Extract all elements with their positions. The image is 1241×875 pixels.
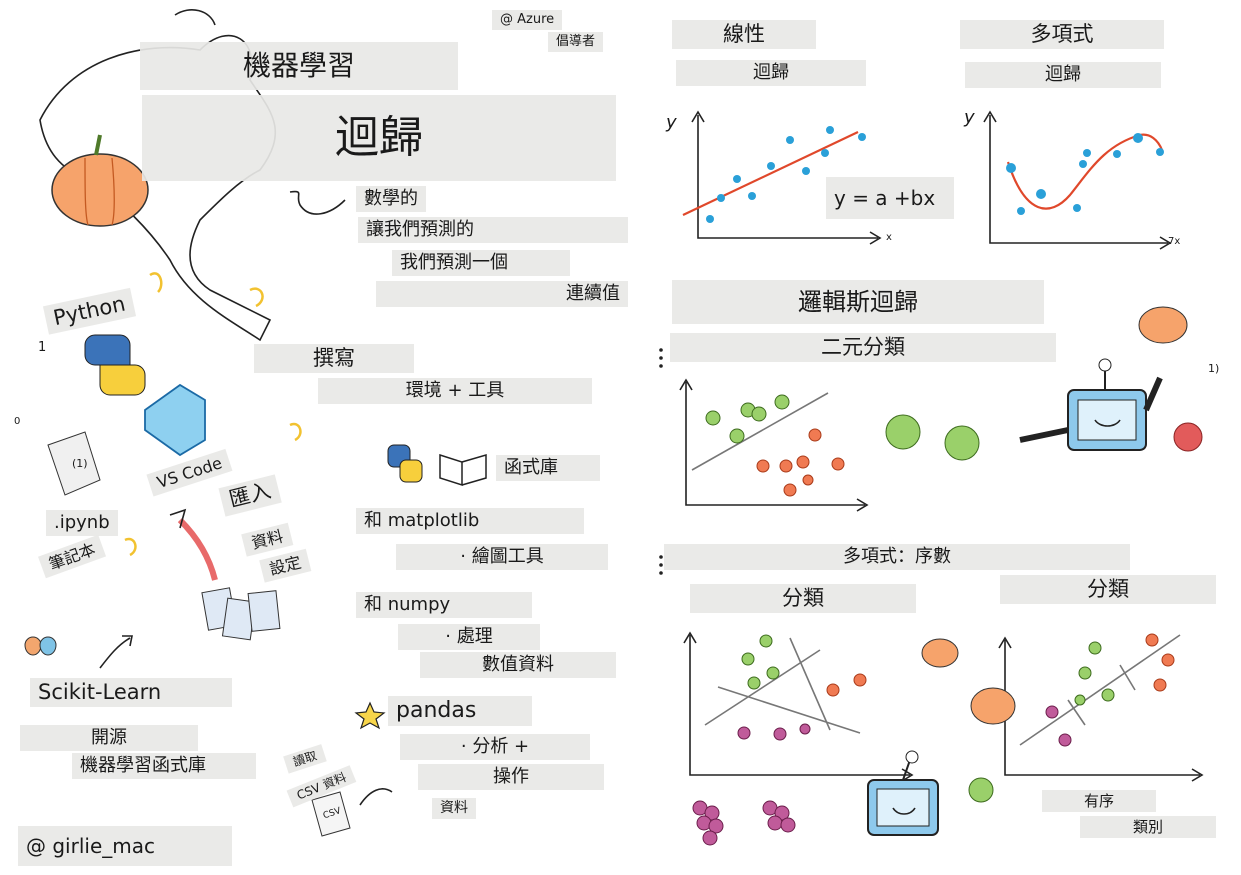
ordinal-classification-chart [998, 633, 1204, 782]
definition-line2: 讓我們預測的 [358, 217, 628, 243]
notebook-file-icon [47, 431, 101, 496]
definition-line4: 連續值 [376, 281, 628, 307]
star-icon [354, 701, 386, 730]
polynomial-y-axis-label: y [964, 107, 975, 128]
pumpkins-icon [921, 638, 1016, 725]
linear-subtitle: 迴歸 [676, 60, 866, 86]
definition-line3: 我們預測一個 [392, 250, 570, 276]
author-credit: @ girlie_mac [18, 826, 232, 866]
scikit-learn-label: Scikit-Learn [30, 678, 232, 708]
polynomial-regression-chart [983, 110, 1172, 250]
robot-icon [1019, 358, 1163, 451]
csv-file-icon [311, 791, 351, 837]
matplotlib-label: 和 matplotlib [356, 508, 584, 534]
analysis-label: · 分析 + [400, 734, 590, 760]
apples-icon [885, 414, 1203, 461]
linear-title: 線性 [672, 20, 816, 50]
credit-azure: @ Azure [492, 10, 563, 30]
polynomial-title: 多項式 [960, 20, 1164, 50]
pandas-label: pandas [388, 696, 532, 727]
left-tick-0: 0 [14, 416, 21, 427]
polynomial-ordinal-label: 多項式：序數 [664, 544, 1130, 570]
section-marker: 1) [1208, 362, 1220, 375]
up-arrow-icon [177, 517, 218, 581]
python-logo-icon [84, 334, 146, 396]
python-library-icon [387, 444, 423, 483]
classification-b-label: 分類 [1000, 575, 1216, 605]
notebook-file-text: (1) [72, 457, 88, 470]
americas-map-outline [39, 34, 277, 342]
ml-library-label: 機器學習函式庫 [72, 753, 256, 779]
vscode-icon [144, 383, 206, 457]
classification-a-label: 分類 [690, 584, 916, 614]
pumpkin-icon [1138, 306, 1188, 344]
linear-regression-chart [682, 110, 882, 245]
regression-curve [1006, 133, 1164, 210]
plotting-label: · 繪圖工具 [396, 544, 608, 570]
grapes-icon [692, 800, 796, 846]
pandas-data-label: 資料 [432, 798, 476, 819]
logistic-title: 邏輯斯迴歸 [672, 280, 1044, 324]
left-tick-1: 1 [38, 340, 47, 355]
library-label: 函式庫 [496, 455, 600, 481]
credit-advocate: 倡導者 [548, 32, 604, 52]
swirl-arrow-icon [289, 190, 346, 215]
env-tools-label: 環境 + 工具 [318, 378, 592, 404]
linear-equation: y = a +bx [826, 177, 954, 219]
manipulate-label: 操作 [418, 764, 604, 790]
numpy-label: 和 numpy [356, 592, 532, 618]
title-line1: 機器學習 [140, 42, 458, 90]
binary-classification-label: 二元分類 [670, 333, 1056, 363]
processing-label: · 處理 [398, 624, 540, 650]
linear-y-axis-label: y [666, 112, 677, 133]
ordinal-label: 有序 [1042, 790, 1156, 812]
binary-classification-chart [679, 378, 869, 512]
multinomial-classification-chart [683, 631, 914, 782]
definition-line1: 數學的 [356, 186, 426, 212]
data-sheets-icon [201, 587, 281, 641]
droplets-icon [24, 636, 57, 656]
apple-icon [968, 777, 994, 803]
polynomial-x-axis-label: 7x [1168, 236, 1181, 247]
write-label: 撰寫 [254, 344, 414, 374]
ipynb-label: .ipynb [46, 510, 118, 536]
book-icon [439, 453, 487, 487]
linear-x-axis-label: x [886, 232, 892, 243]
category-label: 類別 [1080, 816, 1216, 838]
pumpkin-icon [51, 134, 149, 227]
regression-line [682, 131, 859, 216]
numeric-data-label: 數值資料 [420, 652, 616, 678]
polynomial-subtitle: 迴歸 [965, 62, 1161, 88]
open-source-label: 開源 [20, 725, 198, 751]
page-title: 迴歸 [142, 95, 616, 181]
robot-icon [867, 750, 939, 836]
